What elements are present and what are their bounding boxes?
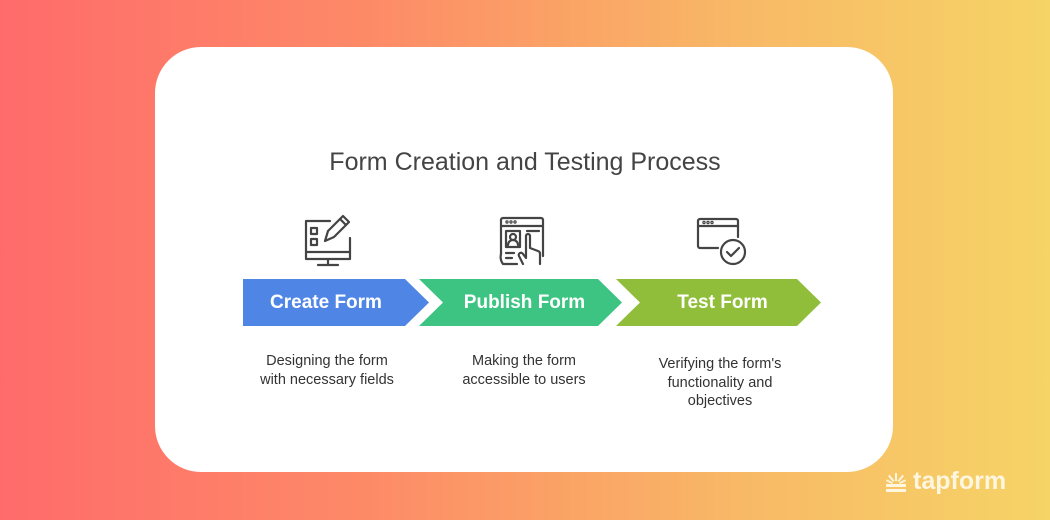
- step-label: Test Form: [677, 292, 768, 313]
- description-line: objectives: [687, 393, 753, 409]
- description-line: Making the form: [472, 353, 576, 369]
- step-publish-form: Publish Form: [419, 279, 622, 326]
- brand-name: tapform: [913, 467, 1007, 495]
- description-line: functionality and: [667, 374, 773, 391]
- step-description: Designing the form with necessary fields: [227, 352, 427, 389]
- step-description: Making the form accessible to users: [424, 352, 624, 389]
- description-line: Designing the form: [266, 353, 388, 369]
- browser-profile-tap-icon: [499, 216, 545, 266]
- monitor-edit-form-icon: [304, 214, 352, 267]
- step-shape: [616, 279, 821, 326]
- step-label: Publish Form: [463, 292, 586, 313]
- step-label: Create Form: [270, 292, 382, 313]
- description-line: Verifying the form's: [658, 356, 782, 372]
- diagram-card: [155, 47, 893, 472]
- step-description: Verifying the form's functionality and o…: [620, 355, 820, 411]
- diagram-title: Form Creation and Testing Process: [329, 148, 721, 176]
- step-shape: [419, 279, 622, 326]
- sunrise-logo-icon: [886, 472, 906, 492]
- browser-check-icon: [696, 217, 747, 266]
- step-shape: [243, 279, 429, 326]
- description-line: with necessary fields: [260, 371, 394, 388]
- description-line: accessible to users: [462, 371, 586, 388]
- step-create-form: Create Form: [243, 279, 429, 326]
- step-test-form: Test Form: [616, 279, 821, 326]
- tapform-logo: tapform: [885, 467, 1006, 496]
